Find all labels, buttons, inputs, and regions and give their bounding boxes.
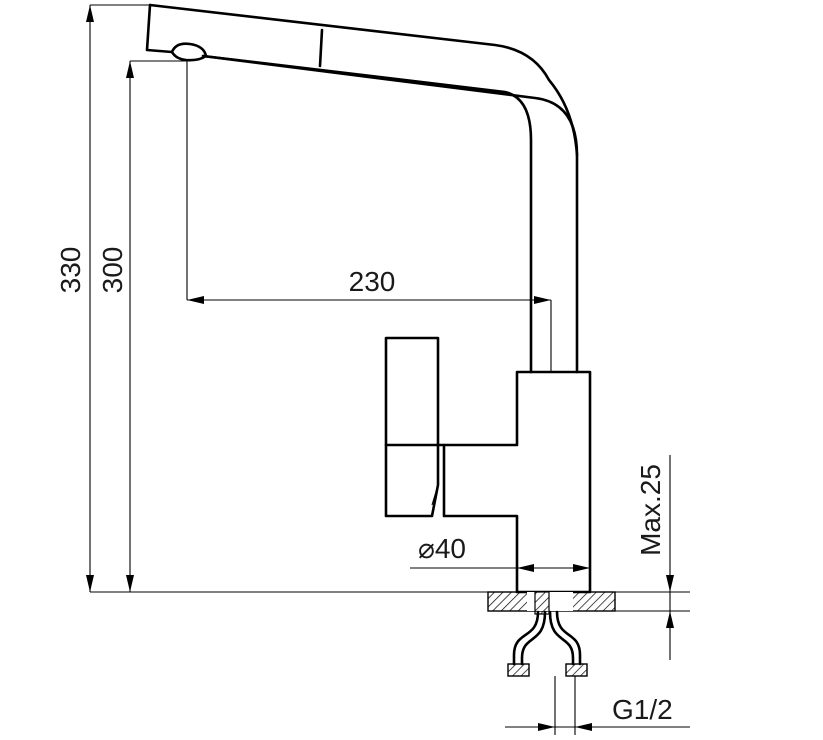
aerator-nozzle bbox=[170, 42, 208, 62]
spout-head bbox=[145, 3, 579, 374]
threaded-shank bbox=[534, 591, 550, 615]
countertop-section bbox=[487, 591, 690, 615]
hose-fitting-left bbox=[507, 663, 530, 677]
label-spout-height: 300 bbox=[97, 247, 128, 294]
dimension-g12 bbox=[505, 676, 690, 735]
label-total-height: 330 bbox=[55, 247, 86, 294]
spout-inner-curve bbox=[201, 54, 533, 374]
label-spout-reach: 230 bbox=[349, 266, 396, 297]
dimension-230 bbox=[186, 61, 552, 372]
hose-right-inner bbox=[548, 610, 575, 666]
hose-right-outer bbox=[555, 610, 582, 666]
faucet-body bbox=[442, 370, 592, 594]
dimension-diameter-40 bbox=[410, 564, 590, 592]
supply-hoses bbox=[507, 610, 588, 677]
hose-left-inner bbox=[520, 610, 547, 666]
label-max-thickness: Max.25 bbox=[635, 464, 666, 556]
dimension-max-25 bbox=[666, 455, 674, 660]
spout-head-top bbox=[148, 3, 579, 157]
faucet-outline bbox=[145, 3, 592, 594]
faucet-handle bbox=[384, 336, 440, 518]
hose-fitting-right bbox=[565, 663, 588, 677]
dimension-330 bbox=[86, 4, 150, 592]
label-thread: G1/2 bbox=[612, 694, 673, 725]
dimension-300 bbox=[126, 60, 190, 592]
label-base-diameter: ⌀40 bbox=[418, 533, 466, 564]
handle-chamfer bbox=[431, 484, 439, 506]
spout-head-joint bbox=[318, 28, 324, 68]
hose-left-outer bbox=[512, 610, 540, 666]
